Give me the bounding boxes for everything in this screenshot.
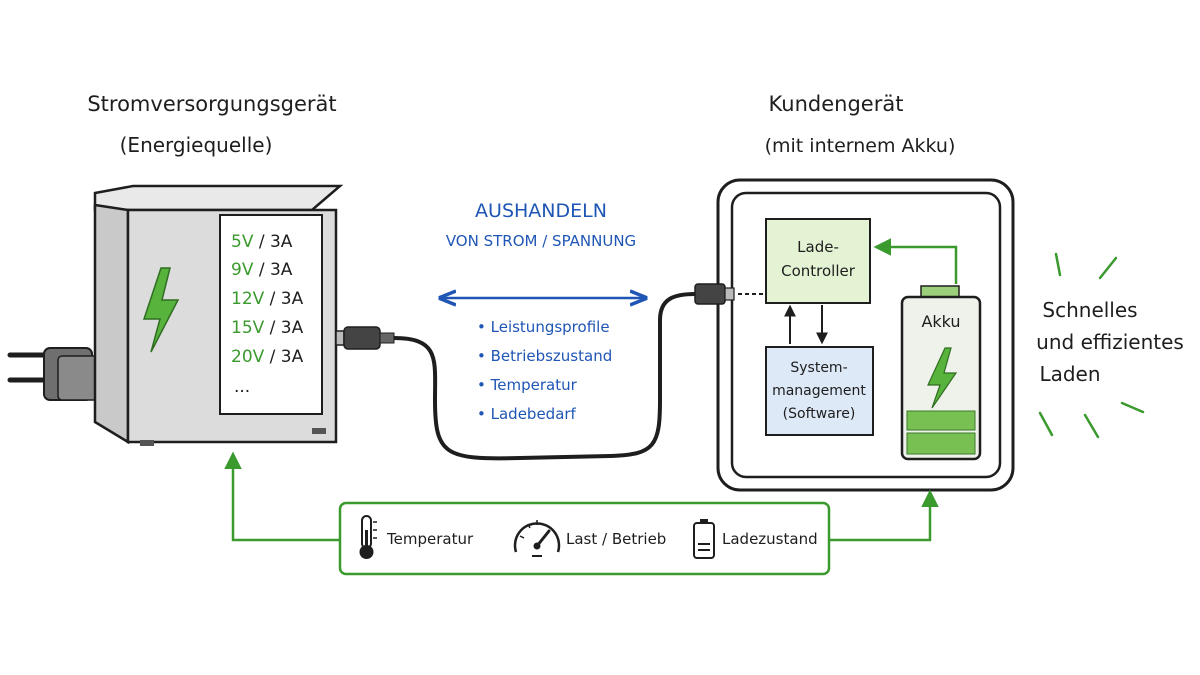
system-management-box (765, 346, 874, 436)
feedback-loop: Temperatur Last / Betrieb Ladezustand (224, 451, 939, 576)
system-label-line: (Software) (783, 406, 856, 422)
feedback-label: Ladezustand (722, 530, 818, 548)
feedback-label: Temperatur (386, 530, 474, 548)
wall-plug (7, 347, 99, 401)
supply-foot (312, 428, 326, 434)
supply-top-face (93, 184, 344, 212)
negotiation-items: • Leistungsprofile • Betriebszustand • T… (477, 318, 612, 423)
system-label-line: System- (790, 360, 847, 376)
usb-cable (393, 292, 696, 461)
negotiation: AUSHANDELN VON STROM / SPANNUNG • Leistu… (442, 200, 644, 423)
result: Schnelles und effizientes Laden (1036, 252, 1184, 439)
profile-row: 20V / 3A (231, 347, 304, 367)
device-usb-connector (694, 283, 764, 305)
feedback-to-source-arrow (224, 451, 340, 542)
profile-row: 9V / 3A (231, 260, 293, 280)
controller-label-line: Lade- (797, 238, 839, 256)
negotiation-title: AUSHANDELN (475, 200, 607, 222)
battery-level-bar (906, 432, 976, 455)
battery-level-bar (906, 410, 976, 431)
feedback-label: Last / Betrieb (566, 530, 666, 548)
battery-icon (693, 519, 715, 559)
customer-device: Kundengerät (mit internem Akku) Lade- Co… (694, 92, 1015, 492)
profile-row: 5V / 3A (231, 232, 293, 252)
lightning-bolt-icon (142, 267, 180, 353)
negotiation-item: • Temperatur (477, 376, 578, 394)
negotiation-item: • Betriebszustand (477, 347, 612, 365)
battery-label: Akku (921, 312, 960, 331)
system-label-line: management (772, 383, 866, 399)
source-usb-connector (335, 326, 395, 350)
negotiation-subtitle: VON STROM / SPANNUNG (446, 232, 636, 250)
customer-subtitle: (mit internem Akku) (765, 135, 956, 157)
charge-controller-box (765, 218, 871, 304)
profile-more: ... (234, 377, 250, 397)
source-subtitle: (Energiequelle) (120, 133, 273, 157)
supply-foot (140, 440, 154, 446)
controller-label-line: Controller (781, 262, 856, 280)
sparkle-rays (1038, 252, 1145, 439)
battery: Akku (900, 285, 982, 461)
lightning-bolt-icon (927, 347, 958, 409)
negotiation-item: • Ladebedarf (477, 405, 577, 423)
result-line: Laden (1039, 362, 1100, 386)
profile-list: 5V / 3A 9V / 3A 12V / 3A 15V / 3A 20V / … (231, 232, 304, 397)
supply-side-face (93, 203, 130, 445)
source-title: Stromversorgungsgerät (87, 92, 336, 116)
device-inner-frame (730, 191, 1002, 479)
result-line: Schnelles (1042, 298, 1137, 322)
gauge-icon (513, 520, 561, 557)
profile-row: 12V / 3A (231, 289, 304, 309)
negotiation-item: • Leistungsprofile (477, 318, 610, 336)
battery-to-controller-arrow (873, 238, 958, 284)
power-supply: Stromversorgungsgerät (Energiequelle) 5V… (7, 92, 395, 446)
thermometer-icon (359, 515, 377, 559)
customer-title: Kundengerät (769, 92, 904, 116)
profile-row: 15V / 3A (231, 318, 304, 338)
power-profile-panel (219, 214, 323, 415)
feedback-to-device-arrow (829, 489, 939, 542)
result-line: und effizientes (1036, 330, 1184, 354)
